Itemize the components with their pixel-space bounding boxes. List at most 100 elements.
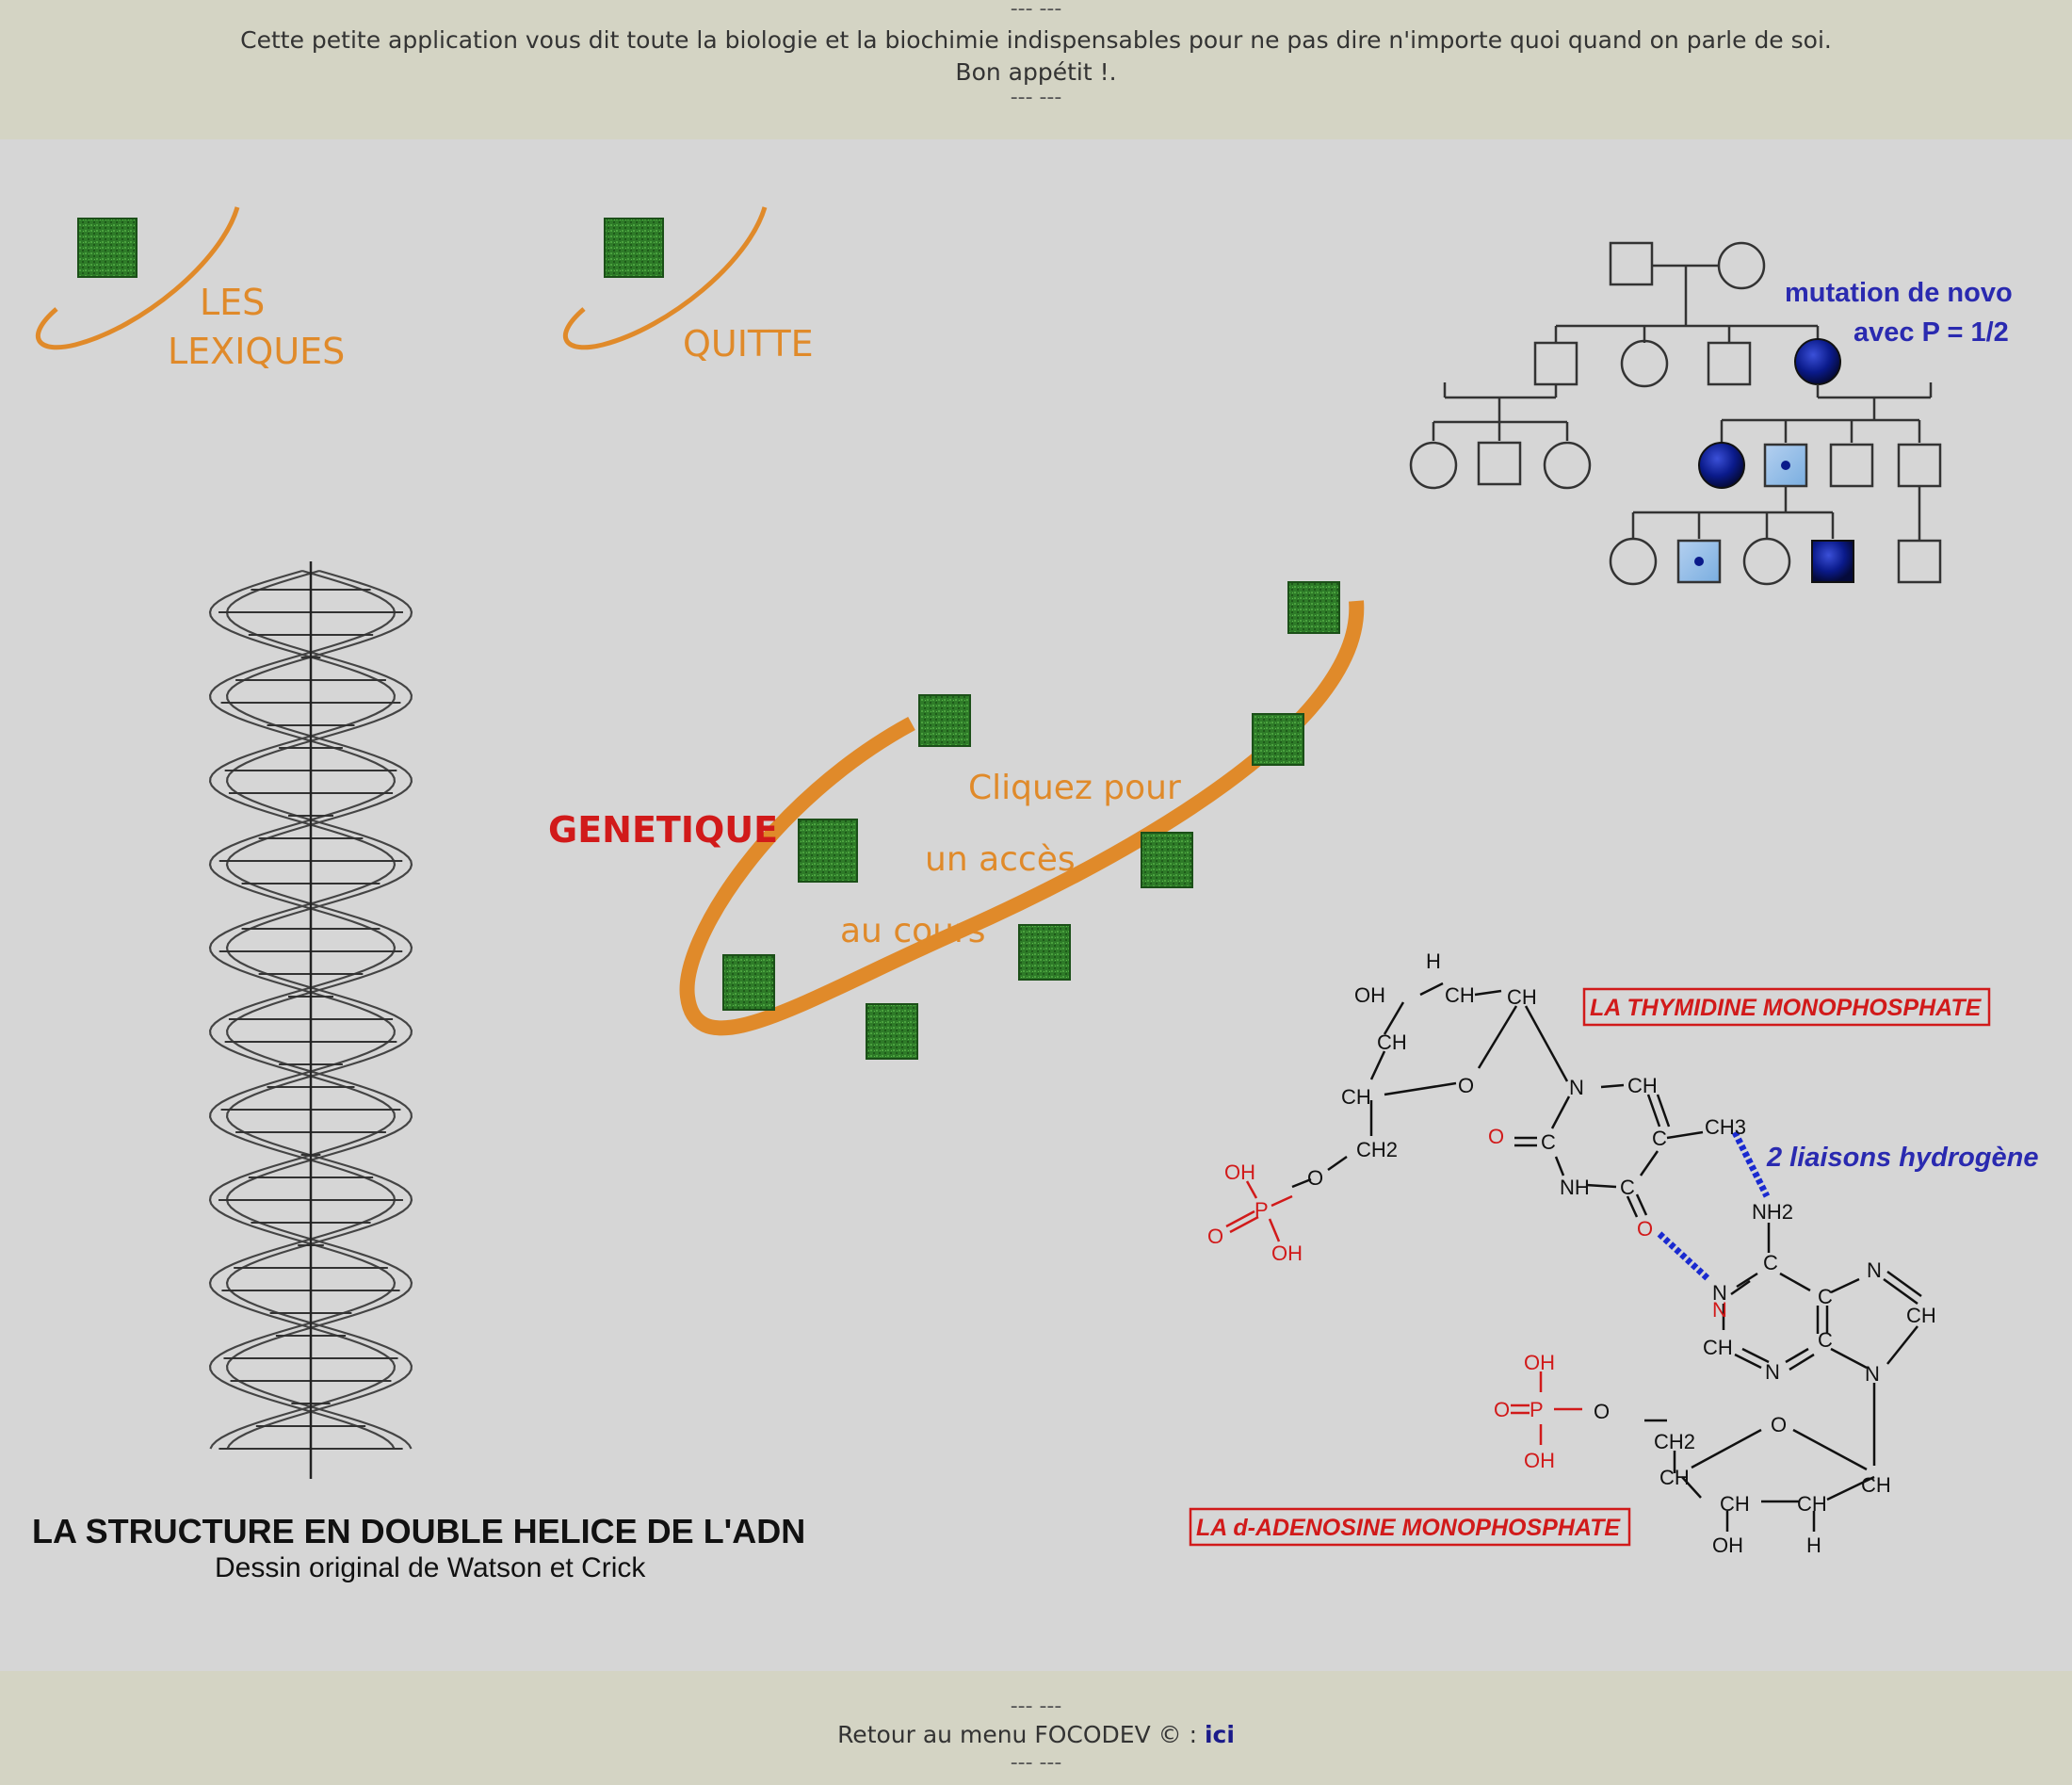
svg-text:OH: OH — [1271, 1241, 1303, 1265]
footer-return-text: Retour au menu FOCODEV © : — [837, 1721, 1205, 1748]
svg-text:O: O — [1207, 1225, 1223, 1248]
svg-text:OH: OH — [1524, 1351, 1555, 1374]
svg-text:CH3: CH3 — [1705, 1115, 1746, 1139]
svg-text:P: P — [1530, 1398, 1544, 1421]
svg-text:N: N — [1867, 1258, 1882, 1282]
svg-text:NH: NH — [1560, 1176, 1590, 1199]
genetique-course-link[interactable]: GENETIQUE Cliquez pour un accès au cours — [548, 581, 1365, 1060]
pedigree-female — [1609, 537, 1658, 586]
quitte-button[interactable]: QUITTE — [562, 206, 814, 365]
footer-menu-link[interactable]: ici — [1204, 1721, 1235, 1748]
svg-text:OH: OH — [1712, 1533, 1743, 1557]
grass-square-icon — [604, 218, 664, 278]
grass-square-icon — [918, 694, 971, 747]
svg-text:O: O — [1307, 1166, 1323, 1190]
pedigree-male — [1897, 539, 1942, 584]
adenosine-label: LA d-ADENOSINE MONOPHOSPHATE — [1196, 1515, 1621, 1541]
svg-text:CH: CH — [1861, 1473, 1891, 1497]
svg-text:O: O — [1771, 1413, 1787, 1436]
genetique-line1: Cliquez pour — [968, 769, 1181, 807]
footer-separator-bottom: --- --- — [1010, 1751, 1062, 1775]
svg-text:O: O — [1458, 1074, 1474, 1097]
svg-text:CH: CH — [1906, 1304, 1936, 1327]
svg-text:C: C — [1818, 1285, 1833, 1308]
quitte-label: QUITTE — [683, 323, 814, 365]
svg-text:O: O — [1594, 1400, 1610, 1423]
lexiques-button[interactable]: LES LEXIQUES — [35, 206, 345, 372]
pedigree-caption-line2: avec P = 1/2 — [1853, 317, 2009, 348]
svg-text:N: N — [1569, 1076, 1584, 1099]
hydrogen-bond-label: 2 liaisons hydrogène — [1766, 1143, 2038, 1173]
grass-square-icon — [1252, 713, 1304, 766]
header-separator-bottom: --- --- — [1010, 86, 1062, 109]
genetique-title: GENETIQUE — [548, 809, 778, 851]
svg-text:CH2: CH2 — [1654, 1430, 1695, 1453]
pedigree-female — [1717, 241, 1766, 290]
pedigree-female — [1543, 441, 1592, 490]
grass-square-icon — [1018, 924, 1071, 981]
svg-text:CH: CH — [1507, 985, 1537, 1009]
svg-text:H: H — [1806, 1533, 1821, 1557]
main-content: LES LEXIQUES QUITTE — [0, 139, 2072, 1671]
svg-text:C: C — [1541, 1130, 1556, 1154]
header-separator-top: --- --- — [1010, 0, 1062, 21]
svg-text:O: O — [1637, 1217, 1653, 1241]
svg-text:C: C — [1818, 1328, 1833, 1352]
dna-double-helix — [208, 561, 413, 1479]
pedigree-female — [1620, 339, 1669, 388]
grass-square-icon — [722, 954, 775, 1011]
pedigree-male — [1707, 341, 1752, 386]
grass-square-icon — [77, 218, 138, 278]
svg-text:N: N — [1712, 1281, 1727, 1305]
header-greeting: Bon appétit !. — [955, 58, 1117, 86]
dna-title: LA STRUCTURE EN DOUBLE HELICE DE L'ADN — [32, 1512, 805, 1550]
grass-square-icon — [1287, 581, 1340, 634]
pedigree-male — [1829, 443, 1874, 488]
nucleotide-atom-labels: OH H CH CH CH CH O CH2 O N CH C CH3 C NH… — [1207, 949, 1936, 1557]
svg-text:O: O — [1488, 1125, 1504, 1148]
svg-text:CH: CH — [1659, 1466, 1690, 1489]
svg-text:CH: CH — [1627, 1074, 1658, 1097]
svg-text:N: N — [1712, 1298, 1727, 1322]
svg-text:P: P — [1255, 1198, 1269, 1222]
pedigree-affected-female — [1794, 338, 1841, 385]
svg-text:O: O — [1494, 1398, 1510, 1421]
genetique-line3: au cours — [840, 912, 986, 950]
header-banner: --- --- Cette petite application vous di… — [0, 0, 2072, 139]
thymidine-label: LA THYMIDINE MONOPHOSPHATE — [1590, 995, 1983, 1021]
svg-text:C: C — [1763, 1251, 1778, 1274]
lexiques-swoosh — [35, 206, 240, 350]
svg-text:CH: CH — [1703, 1336, 1733, 1359]
svg-text:CH: CH — [1377, 1030, 1407, 1054]
svg-text:CH2: CH2 — [1356, 1138, 1398, 1161]
svg-text:H: H — [1426, 949, 1441, 973]
pedigree-female — [1742, 537, 1791, 586]
footer-separator-top: --- --- — [1010, 1695, 1062, 1718]
pedigree-male — [1477, 441, 1522, 486]
svg-text:CH: CH — [1341, 1085, 1371, 1109]
svg-text:OH: OH — [1524, 1449, 1555, 1472]
svg-text:CH: CH — [1720, 1492, 1750, 1516]
adenosine-caption: LA d-ADENOSINE MONOPHOSPHATE — [1189, 1507, 1631, 1547]
pedigree-chart: mutation de novo avec P = 1/2 — [1409, 241, 2013, 586]
nucleotide-pair-diagram — [1225, 982, 1922, 1532]
grass-square-icon — [1141, 832, 1193, 888]
svg-text:C: C — [1652, 1127, 1667, 1150]
genetique-line2: un accès — [925, 840, 1076, 879]
pedigree-male — [1533, 341, 1578, 386]
lexiques-label-line1: LES — [200, 282, 265, 323]
grass-square-icon — [866, 1003, 918, 1060]
svg-text:N: N — [1765, 1360, 1780, 1384]
svg-text:OH: OH — [1354, 983, 1385, 1007]
pedigree-caption-line1: mutation de novo — [1785, 278, 2013, 308]
header-intro-text: Cette petite application vous dit toute … — [240, 26, 1832, 54]
quitte-swoosh — [562, 206, 768, 350]
svg-text:N: N — [1865, 1362, 1880, 1386]
svg-text:C: C — [1620, 1176, 1635, 1199]
pedigree-affected-female — [1698, 442, 1745, 489]
illustration-canvas: LES LEXIQUES QUITTE — [32, 206, 2038, 1583]
svg-text:CH: CH — [1445, 983, 1475, 1007]
thymidine-caption: LA THYMIDINE MONOPHOSPHATE — [1582, 987, 1991, 1027]
pedigree-affected-male — [1811, 540, 1854, 583]
svg-text:CH: CH — [1797, 1492, 1827, 1516]
